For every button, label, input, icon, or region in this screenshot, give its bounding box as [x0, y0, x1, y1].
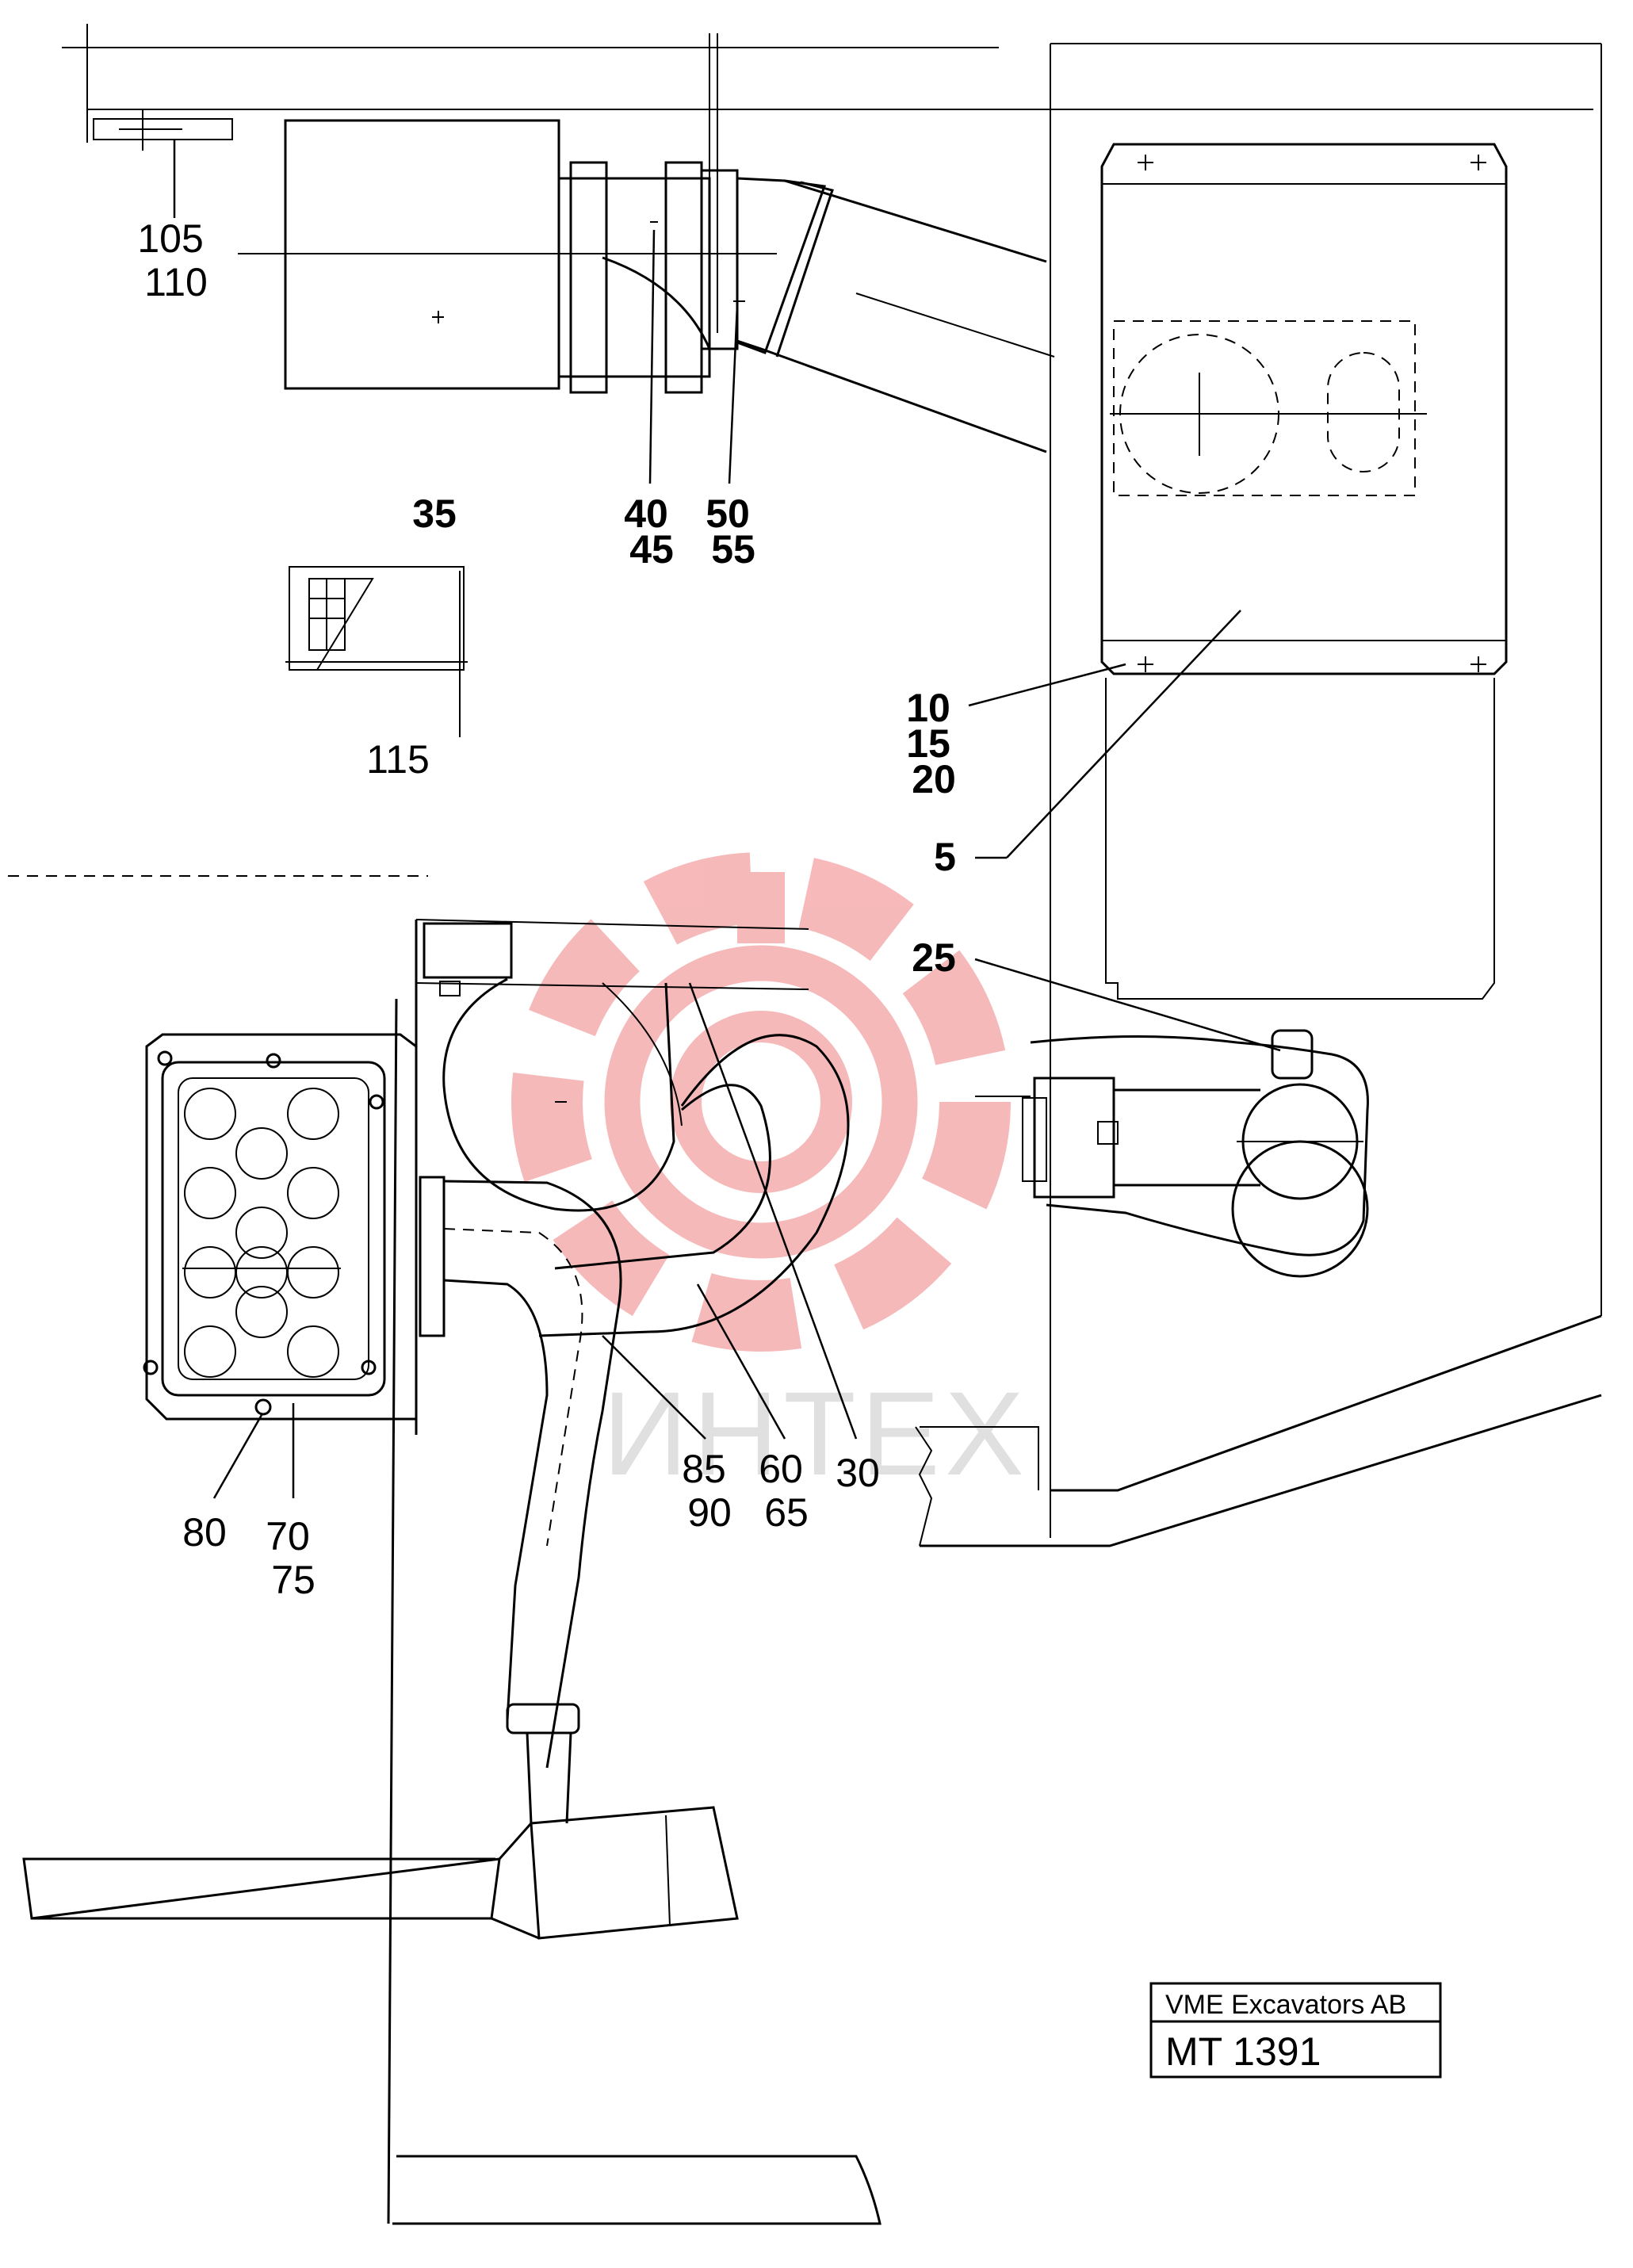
floor-outline — [392, 2155, 882, 2225]
intake-pipe — [736, 177, 1055, 453]
callout-80: 80 — [182, 1510, 227, 1555]
bulkhead-panel — [387, 919, 809, 2224]
blower-unit — [975, 1029, 1369, 1278]
bolt-icon — [143, 1050, 384, 1416]
watermark: ИНТЕХ — [511, 852, 1029, 1500]
callout-35: 35 — [412, 491, 457, 536]
callout-10: 10 15 20 — [906, 686, 962, 801]
callout-50: 50 55 — [706, 491, 761, 572]
hose-coupling — [557, 161, 745, 394]
callout-40: 40 45 — [624, 491, 679, 572]
title-block: VME Excavators AB MT 1391 — [1149, 1982, 1442, 2079]
watermark-gear-icon — [511, 852, 1011, 1352]
callout-25: 25 — [912, 935, 956, 980]
screw-icon — [1138, 155, 1486, 672]
callout-5: 5 — [934, 835, 956, 879]
title-block-drawing-number: MT 1391 — [1165, 2029, 1321, 2074]
callout-105: 105 110 — [137, 216, 214, 304]
duct-elbow — [442, 977, 850, 1337]
louvered-grille — [143, 1033, 418, 1421]
title-block-company: VME Excavators AB — [1165, 1990, 1406, 2020]
callout-115: 115 — [366, 737, 430, 782]
watermark-text: ИНТЕХ — [602, 1367, 1029, 1500]
callout-70: 70 75 — [266, 1514, 321, 1602]
filter-element — [285, 566, 468, 737]
outlet-diffuser — [22, 1806, 739, 1940]
top-frame — [62, 24, 1593, 333]
air-filter-housing — [238, 119, 777, 390]
cabin-panel — [915, 43, 1602, 1547]
callout-labels: 105 110 35 40 45 50 55 115 10 15 20 5 25… — [137, 216, 962, 1602]
callout-60: 60 65 — [759, 1447, 814, 1535]
leader-lines — [173, 139, 1281, 1499]
s-bend-hose — [419, 1176, 622, 1824]
control-box — [1100, 143, 1508, 1000]
callout-30: 30 — [836, 1451, 880, 1495]
grille-vent-icon — [184, 1088, 339, 1378]
callout-85: 85 90 — [682, 1447, 737, 1535]
